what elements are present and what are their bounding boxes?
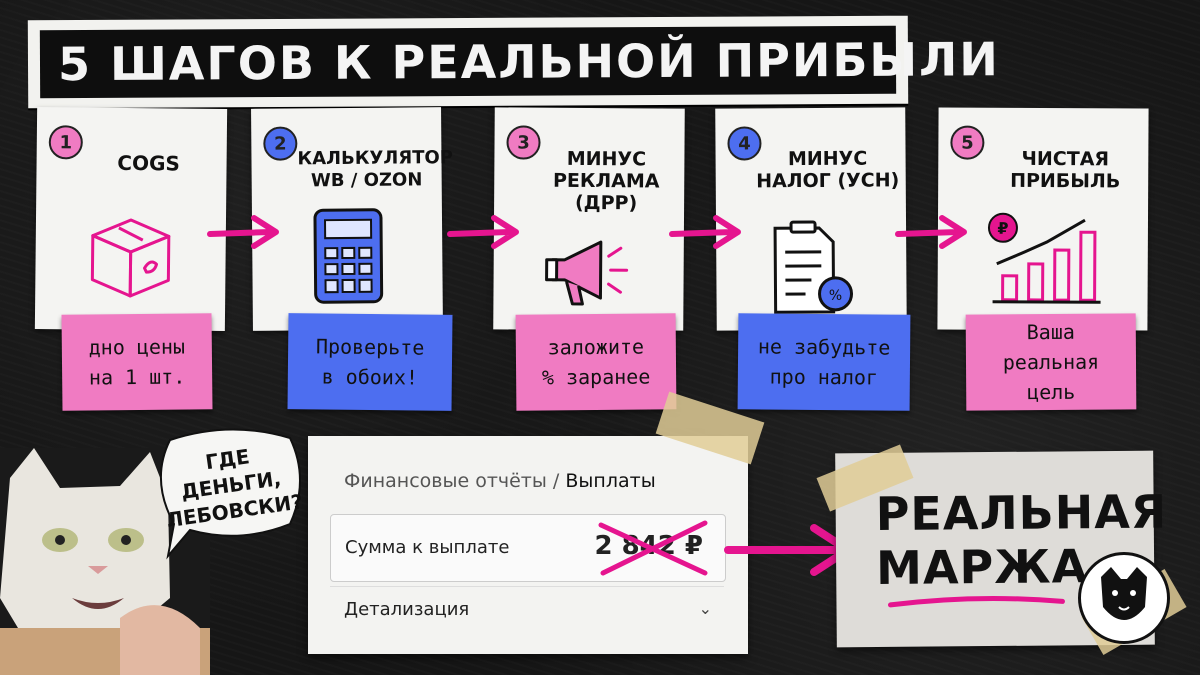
step-card-2: 2 КАЛЬКУЛЯТОР WB / OZON (251, 107, 454, 331)
profit-chart-icon: ₽ (987, 212, 1101, 304)
step-note-1: дно цены на 1 шт. (61, 313, 213, 411)
real-margin-line-1: РЕАЛЬНАЯ (875, 484, 1168, 542)
underline-stroke (887, 596, 1065, 608)
megaphone-icon (545, 240, 629, 306)
step-title-3: МИНУС РЕКЛАМА (ДРР) (552, 147, 660, 215)
breadcrumb-separator: / (552, 470, 560, 492)
page-title: 5 ШАГОВ К РЕАЛЬНОЙ ПРИБЫЛИ (57, 32, 1000, 92)
svg-text:₽: ₽ (997, 219, 1008, 238)
payout-sum-label: Сумма к выплате (345, 537, 510, 558)
note-line: % заранее (541, 364, 651, 390)
dog-logo-icon (1078, 552, 1170, 644)
step-title-5: ЧИСТАЯ ПРИБЫЛЬ (1010, 147, 1121, 193)
note-line: про налог (769, 364, 879, 390)
box-icon (90, 218, 171, 298)
cat-image (0, 448, 210, 675)
step-number-5: 5 (950, 125, 985, 160)
step-title-2: КАЛЬКУЛЯТОР WB / OZON (297, 147, 454, 192)
step-card-4: 4 МИНУС НАЛОГ (УСН) % (715, 107, 907, 331)
detail-dropdown[interactable]: Детализация ⌄ (330, 586, 724, 631)
svg-text:%: % (829, 288, 842, 304)
note-line: на 1 шт. (88, 364, 186, 390)
step-card-5: 5 ЧИСТАЯ ПРИБЫЛЬ ₽ (937, 107, 1149, 331)
note-line: заложите (547, 334, 645, 360)
step-title-4: МИНУС НАЛОГ (УСН) (756, 147, 900, 193)
real-margin-text: РЕАЛЬНАЯ МАРЖА (875, 484, 1168, 595)
note-line: Ваша (1026, 319, 1075, 345)
arrow-right-icon (447, 215, 519, 249)
finance-panel: Финансовые отчёты / Выплаты Сумма к выпл… (308, 436, 748, 654)
detail-label: Детализация (344, 599, 470, 620)
step-card-3: 3 МИНУС РЕКЛАМА (ДРР) (493, 107, 685, 331)
arrow-right-icon (895, 215, 967, 249)
cross-out-icon (598, 520, 708, 576)
breadcrumb-section[interactable]: Финансовые отчёты (344, 470, 547, 492)
note-line: реальная цель (1002, 349, 1100, 405)
step-card-1: 1 COGS (34, 107, 228, 331)
real-margin-card: РЕАЛЬНАЯ МАРЖА (835, 450, 1168, 648)
chevron-down-icon: ⌄ (698, 599, 712, 618)
note-line: дно цены (88, 334, 186, 360)
note-line: в обоих! (321, 364, 419, 390)
payout-sum-row: Сумма к выплате 2 842 ₽ (330, 514, 726, 582)
speech-bubble (160, 428, 301, 560)
step-title-1: COGS (117, 150, 180, 176)
arrow-right-icon (207, 215, 279, 249)
calculator-icon (313, 208, 384, 304)
title-banner: 5 ШАГОВ К РЕАЛЬНОЙ ПРИБЫЛИ (27, 15, 1000, 109)
step-note-3: заложите % заранее (515, 313, 677, 411)
step-note-5: Ваша реальная цель (965, 313, 1137, 411)
title-inner: 5 ШАГОВ К РЕАЛЬНОЙ ПРИБЫЛИ (39, 25, 1000, 99)
arrow-right-icon (669, 215, 741, 249)
step-number-2: 2 (263, 126, 298, 161)
step-note-2: Проверьте в обоих! (287, 313, 453, 411)
note-line: не забудьте (757, 334, 891, 360)
note-line: Проверьте (315, 334, 425, 360)
step-note-4: не забудьте про налог (737, 313, 911, 411)
breadcrumb-current: Выплаты (565, 470, 656, 492)
tax-document-icon: % (773, 220, 854, 314)
breadcrumb: Финансовые отчёты / Выплаты (344, 470, 656, 492)
